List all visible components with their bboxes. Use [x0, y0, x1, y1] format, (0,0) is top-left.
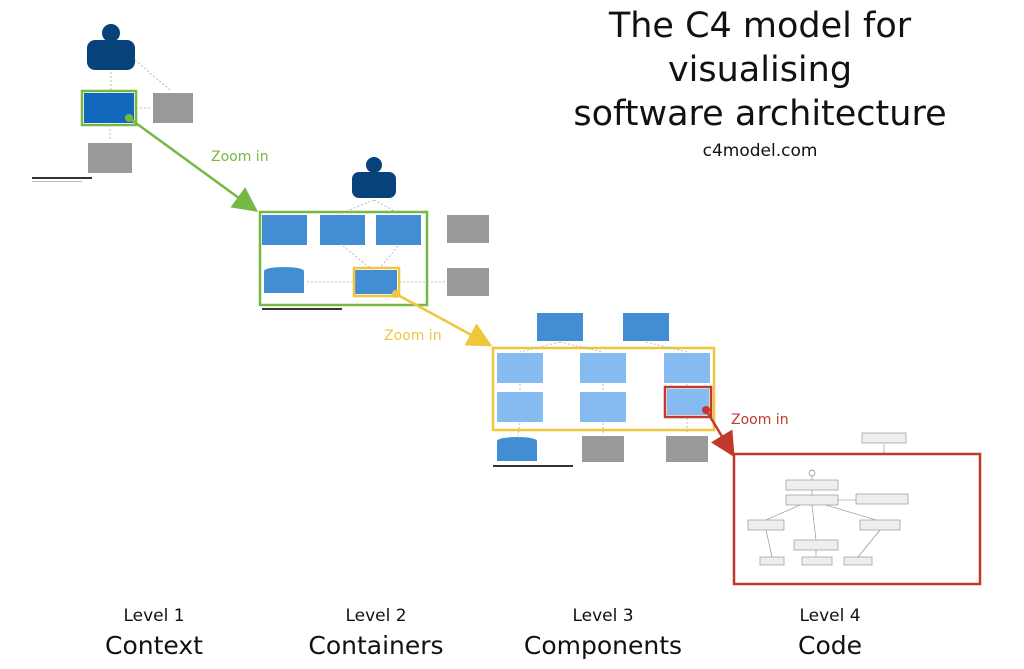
page-title: The C4 model for visualising software ar…: [520, 0, 1000, 162]
level-1: Level 1 Context: [54, 605, 254, 663]
level-name: Components: [523, 631, 683, 660]
zoom-in-label-2: Zoom in: [384, 328, 442, 344]
email-system-box: [447, 215, 489, 243]
security-component: [497, 392, 543, 422]
mainframe-system-box: [88, 143, 132, 173]
sign-in-controller: [497, 353, 543, 383]
accounts-summary-controller: [664, 353, 710, 383]
code-boundary: [732, 452, 982, 586]
person-head-icon: [102, 24, 120, 42]
mobile-app-container: [623, 313, 669, 341]
zoom-in-label-3: Zoom in: [731, 412, 789, 428]
level-number: Level 1: [123, 606, 185, 626]
person-head-icon: [366, 157, 382, 173]
email-system-box: [153, 93, 193, 123]
level-3: Level 3 Components: [503, 605, 703, 663]
zoom-in-label-1: Zoom in: [211, 149, 269, 165]
zoom-arrow-1: [128, 116, 259, 212]
database-container: [264, 271, 304, 293]
api-boundary: [491, 346, 716, 432]
level1-context-diagram: [32, 24, 193, 182]
reset-password-controller: [580, 353, 626, 383]
spa-container: [537, 313, 583, 341]
level-number: Level 4: [799, 606, 861, 626]
spa-container: [320, 215, 365, 245]
title-line-1: The C4 model for visualising: [608, 6, 912, 90]
mainframe-system-box: [666, 436, 708, 462]
email-component: [580, 392, 626, 422]
level-name: Containers: [308, 631, 444, 660]
zoom-arrow-3: [704, 409, 735, 458]
facade-highlight: [663, 385, 713, 419]
level-name: Context: [105, 631, 203, 660]
level2-container-diagram: [258, 157, 489, 310]
level-number: Level 3: [572, 606, 634, 626]
level4-code-diagram: [732, 432, 982, 586]
site-url: c4model.com: [702, 141, 818, 161]
mainframe-system-box: [447, 268, 489, 296]
web-app-container: [262, 215, 307, 245]
zoom-arrow-2: [395, 292, 493, 347]
level-number: Level 2: [345, 606, 407, 626]
title-line-2: software architecture: [573, 94, 947, 134]
mobile-app-container: [376, 215, 421, 245]
email-system-box: [582, 436, 624, 462]
level3-component-diagram: [491, 313, 716, 467]
mainframe-facade: [667, 389, 709, 415]
database-container: [497, 441, 537, 461]
level-name: Code: [797, 631, 862, 660]
level-4: Level 4 Code: [730, 605, 930, 663]
api-container: [355, 270, 397, 294]
level-2: Level 2 Containers: [276, 605, 476, 663]
person-box: [87, 40, 135, 70]
